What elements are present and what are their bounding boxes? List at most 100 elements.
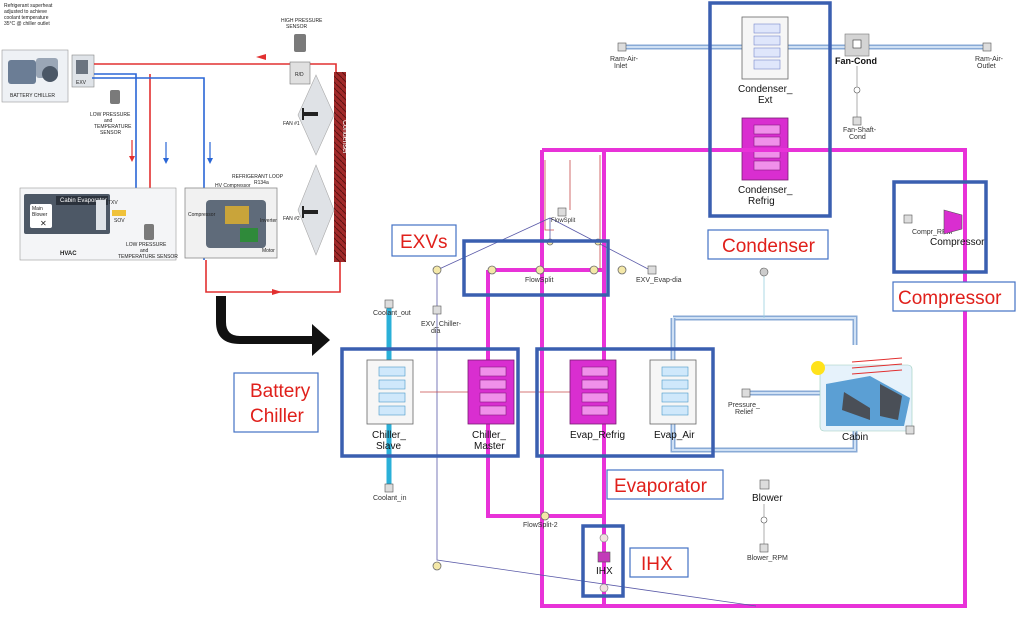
callout-ihx xyxy=(629,547,689,578)
chiller-slave[interactable] xyxy=(366,359,414,425)
callout-condenser xyxy=(707,229,829,260)
compressor-block[interactable] xyxy=(943,209,963,235)
flowsplit-node-right[interactable] xyxy=(589,265,599,275)
air-loop-top xyxy=(673,315,858,345)
coolant-in-label: Coolant_in xyxy=(373,495,407,502)
blower-rpm-label: Blower_RPM xyxy=(747,555,788,562)
fan-2 xyxy=(297,164,335,256)
superheat-note-l4: 35°C @ chiller outlet xyxy=(4,21,50,27)
ram-air-outlet-label: Ram-Air-Outlet xyxy=(975,56,1004,70)
flowsplit-2-node[interactable] xyxy=(540,511,550,521)
hvac-label: HVAC xyxy=(60,251,77,257)
ihx-selection xyxy=(581,524,625,598)
compressor-part-label: Compressor xyxy=(188,212,216,218)
flowsplit-node-left[interactable] xyxy=(487,265,497,275)
exv-chiller-dia-label: EXV_Chiller-dia xyxy=(421,321,462,335)
callout-compressor xyxy=(892,281,1016,312)
flowsplit-node[interactable] xyxy=(535,265,545,275)
exv-evap-dia-label: EXV_Evap-dia xyxy=(636,277,682,284)
condenser-ext-label: Condenser_Ext xyxy=(738,84,793,106)
high-pressure-sensor: R/D xyxy=(289,34,311,85)
ihx-label: IHX xyxy=(596,566,613,577)
coolant-out-label: Coolant_out xyxy=(373,310,411,317)
fan-shaft-cond-label: Fan-Shaft-Cond xyxy=(843,127,877,141)
physical-schematic: BATTERY CHILLER Refrigerant superheat ad… xyxy=(1,3,348,356)
superheat-note: Refrigerant superheat adjusted to achiev… xyxy=(4,3,54,27)
condenser-refrig-label: Condenser_Refrig xyxy=(738,185,793,207)
callout-ihx-text: IHX xyxy=(641,554,673,575)
compressor-label: Compressor xyxy=(930,237,985,248)
txv-label: TXV xyxy=(108,200,118,206)
low-pressure-sensor-1 xyxy=(110,90,120,104)
exvs-selection xyxy=(462,239,610,297)
fan-1 xyxy=(297,74,335,156)
ram-air-inlet-label: Ram-Air-Inlet xyxy=(610,56,639,70)
compressor-selection xyxy=(892,180,988,274)
cabin-illustration[interactable] xyxy=(811,357,915,435)
flowsplit-label: FlowSplit xyxy=(525,277,553,284)
callout-battery-chiller xyxy=(233,372,319,433)
exv-chiller-valve[interactable] xyxy=(432,265,442,275)
superheat-note-l2: adjusted to achieve xyxy=(4,9,47,15)
low-pressure-sensor-2 xyxy=(144,224,154,240)
condenser-coil xyxy=(334,72,346,262)
flowsplit-2-label: FlowSplit-2 xyxy=(523,522,558,529)
superheat-note-l3: coolant temperature xyxy=(4,15,49,21)
exv-evap-valve[interactable] xyxy=(617,265,627,275)
blower-label: Blower xyxy=(752,493,783,504)
flowsplit-top-label: FlowSplit xyxy=(551,218,576,224)
exv-caption: EXV xyxy=(76,80,87,86)
superheat-note-l1: Refrigerant superheat xyxy=(4,3,53,9)
callout-exvs xyxy=(391,224,457,257)
battery-chiller-illustration: BATTERY CHILLER xyxy=(1,49,69,103)
evaporator-selection xyxy=(535,347,715,458)
exv-evap-dia-port[interactable] xyxy=(647,265,657,275)
chiller-master-label: Chiller_Master xyxy=(472,430,506,452)
sov-label: SOV xyxy=(114,218,125,224)
callout-compressor-text: Compressor xyxy=(898,288,1002,309)
cabin-label: Cabin xyxy=(842,432,868,443)
loop-node-bottom-left[interactable] xyxy=(432,561,442,571)
condenser-pressure-node[interactable] xyxy=(759,267,769,277)
evap-air-label: Evap_Air xyxy=(654,430,695,441)
battery-chiller-caption: BATTERY CHILLER xyxy=(10,93,55,99)
callout-condenser-text: Condenser xyxy=(722,236,816,257)
callout-evaporator xyxy=(606,469,724,500)
rd-label: R/D xyxy=(295,72,304,78)
fan1-label: FAN #1 xyxy=(283,121,300,127)
motor-label: Motor xyxy=(262,248,275,254)
compr-rpm-label: Compr_RPM xyxy=(912,229,953,236)
condenser-selection xyxy=(708,1,832,218)
transition-arrow xyxy=(216,296,330,356)
chiller-master[interactable] xyxy=(467,359,515,425)
chiller-slave-label: Chiller_Slave xyxy=(372,430,406,452)
battery-chiller-selection xyxy=(340,347,520,458)
inverter-label: Inverter xyxy=(260,218,277,224)
fan2-label: FAN #2 xyxy=(283,216,300,222)
refrigerant-loop-main xyxy=(540,148,967,608)
blower-symbol: ✕ xyxy=(40,219,47,228)
evap-refrig-label: Evap_Refrig xyxy=(570,430,625,441)
simulation-model: Ram-Air-Inlet Ram-Air-Outlet Fan-Cond Fa… xyxy=(233,1,1016,608)
hv-compressor-caption: HV Compressor xyxy=(215,183,251,189)
ihx-block[interactable] xyxy=(597,551,611,563)
condenser-ext[interactable] xyxy=(741,16,789,80)
pressure-relief-label: Pressure_Relief xyxy=(728,402,760,416)
callout-evaporator-text: Evaporator xyxy=(614,476,708,497)
evap-refrig[interactable] xyxy=(569,359,617,425)
evap-air[interactable] xyxy=(649,359,697,425)
blower-block[interactable] xyxy=(759,479,770,490)
flowsplit-top-port[interactable] xyxy=(557,207,567,217)
condenser-vertical-label: Condenser xyxy=(341,120,348,155)
callout-exvs-text: EXVs xyxy=(400,232,448,253)
fan-cond-label: Fan-Cond xyxy=(835,56,877,66)
pressure-relief-port[interactable] xyxy=(741,388,751,398)
cabin-evaporator-caption: Cabin Evaporator xyxy=(60,198,107,204)
